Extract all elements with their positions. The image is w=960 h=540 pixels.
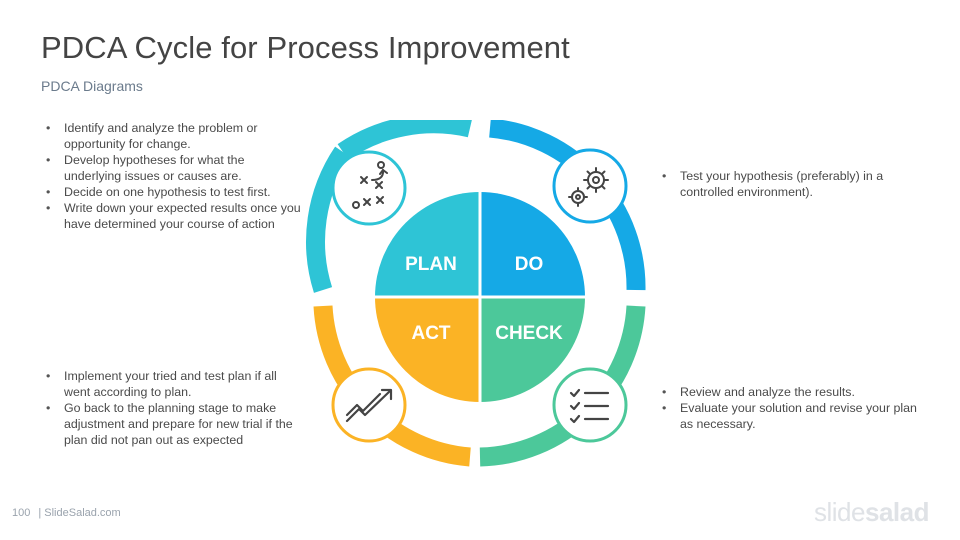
plan-notes: Identify and analyze the problem or oppo… — [42, 120, 304, 232]
strategy-play-icon — [331, 150, 407, 226]
brand-part-1: slide — [814, 497, 865, 527]
plan-note-item: Identify and analyze the problem or oppo… — [42, 120, 304, 152]
footer-site: | SlideSalad.com — [38, 507, 121, 519]
page-number: 100 — [12, 507, 31, 519]
page-title: PDCA Cycle for Process Improvement — [41, 30, 570, 65]
do-note-item: Test your hypothesis (preferably) in a c… — [658, 168, 920, 200]
act-note-item: Implement your tried and test plan if al… — [42, 368, 304, 400]
act-note-item: Go back to the planning stage to make ad… — [42, 400, 304, 448]
check-notes: Review and analyze the results. Evaluate… — [658, 384, 920, 432]
quadrant-label-do: DO — [515, 254, 544, 275]
quadrant-check — [480, 297, 585, 402]
brand-part-2: salad — [864, 497, 930, 527]
quadrant-do — [480, 192, 585, 297]
plan-note-item: Write down your expected results once yo… — [42, 200, 304, 232]
check-note-item: Evaluate your solution and revise your p… — [658, 400, 920, 432]
plan-note-item: Develop hypotheses for what the underlyi… — [42, 152, 304, 184]
quadrant-plan — [375, 192, 480, 297]
pdca-cycle-diagram: PLAN DO ACT CHECK — [306, 120, 646, 467]
brand-logo: slidesalad — [814, 497, 929, 528]
act-notes: Implement your tried and test plan if al… — [42, 368, 304, 448]
checklist-icon — [552, 367, 628, 443]
do-notes: Test your hypothesis (preferably) in a c… — [658, 168, 920, 200]
ring-arc-plan-left — [306, 146, 351, 293]
check-note-item: Review and analyze the results. — [658, 384, 920, 400]
trend-arrow-icon — [331, 367, 407, 443]
quadrant-act — [375, 297, 480, 402]
footer: 100 | SlideSalad.com — [12, 507, 125, 519]
page-subtitle: PDCA Diagrams — [41, 78, 143, 94]
plan-note-item: Decide on one hypothesis to test first. — [42, 184, 304, 200]
quadrant-label-plan: PLAN — [405, 254, 457, 275]
ring-arc-plan — [337, 120, 472, 160]
gears-icon — [552, 148, 628, 224]
quadrant-label-check: CHECK — [495, 323, 563, 344]
quadrant-label-act: ACT — [411, 323, 450, 344]
